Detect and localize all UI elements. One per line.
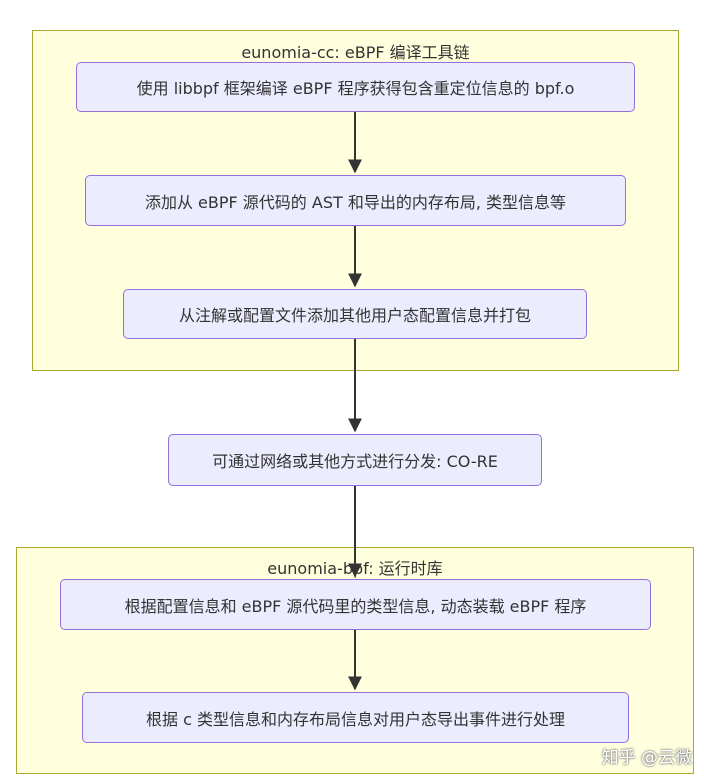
- group-eunomia-cc-title: eunomia-cc: eBPF 编译工具链: [241, 43, 470, 62]
- zhihu-watermark: 知乎 @云微: [601, 748, 692, 768]
- node-add-ast-layout: 添加从 eBPF 源代码的 AST 和导出的内存布局, 类型信息等: [85, 175, 626, 226]
- node-process-events: 根据 c 类型信息和内存布局信息对用户态导出事件进行处理: [82, 692, 629, 743]
- node-dynamic-load: 根据配置信息和 eBPF 源代码里的类型信息, 动态装载 eBPF 程序: [60, 579, 651, 630]
- group-eunomia-bpf-title: eunomia-bpf: 运行时库: [267, 559, 443, 578]
- node-distribute-core: 可通过网络或其他方式进行分发: CO-RE: [168, 434, 542, 486]
- node-compile-bpf-o: 使用 libbpf 框架编译 eBPF 程序获得包含重定位信息的 bpf.o: [76, 62, 635, 112]
- node-pack-config: 从注解或配置文件添加其他用户态配置信息并打包: [123, 289, 587, 339]
